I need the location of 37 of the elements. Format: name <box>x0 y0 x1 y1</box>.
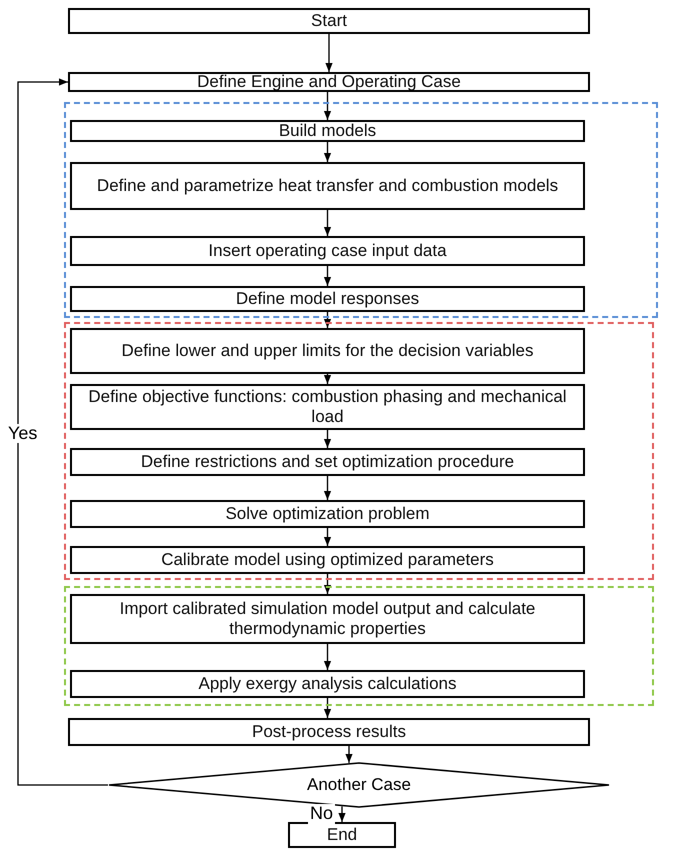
arrow <box>324 430 332 448</box>
arrow <box>324 374 332 384</box>
arrow <box>324 476 332 500</box>
process-box: Define lower and upper limits for the decision variables <box>70 328 585 374</box>
process-box: Define Engine and Operating Case <box>68 72 590 92</box>
arrow <box>324 698 332 718</box>
arrow <box>17 78 108 786</box>
process-box: Define model responses <box>70 286 585 312</box>
process-box: Build models <box>70 120 585 142</box>
arrow <box>324 266 332 286</box>
process-box: Insert operating case input data <box>70 236 585 266</box>
dashed-group-frame <box>64 102 658 318</box>
arrow <box>324 528 332 546</box>
process-box: Define restrictions and set optimization procedure <box>70 448 585 476</box>
arrow <box>324 142 332 162</box>
process-box: Import calibrated simulation model output and calculate thermodynamic properties <box>70 594 585 644</box>
arrow <box>324 574 332 594</box>
process-box: Apply exergy analysis calculations <box>70 670 585 698</box>
process-box: Post-process results <box>68 718 590 746</box>
arrow <box>324 210 332 236</box>
arrow <box>324 312 332 328</box>
process-box: Calibrate model using optimized parameters <box>70 546 585 574</box>
edge-label: Yes <box>6 424 40 444</box>
arrow <box>345 746 353 763</box>
arrow <box>325 34 333 72</box>
edge-label: No <box>308 804 336 824</box>
arrow <box>324 92 332 120</box>
end-box: End <box>288 822 396 848</box>
start-box: Start <box>68 8 590 34</box>
dashed-group-frame <box>64 586 654 706</box>
arrow <box>338 806 346 822</box>
decision-text: Another Case <box>307 775 411 795</box>
process-box: Solve optimization problem <box>70 500 585 528</box>
arrow <box>324 644 332 670</box>
dashed-group-frame <box>64 322 654 580</box>
process-box: Define and parametrize heat transfer and combustion models <box>70 162 585 210</box>
process-box: Define objective functions: combustion phasing and mechanical load <box>70 384 585 430</box>
